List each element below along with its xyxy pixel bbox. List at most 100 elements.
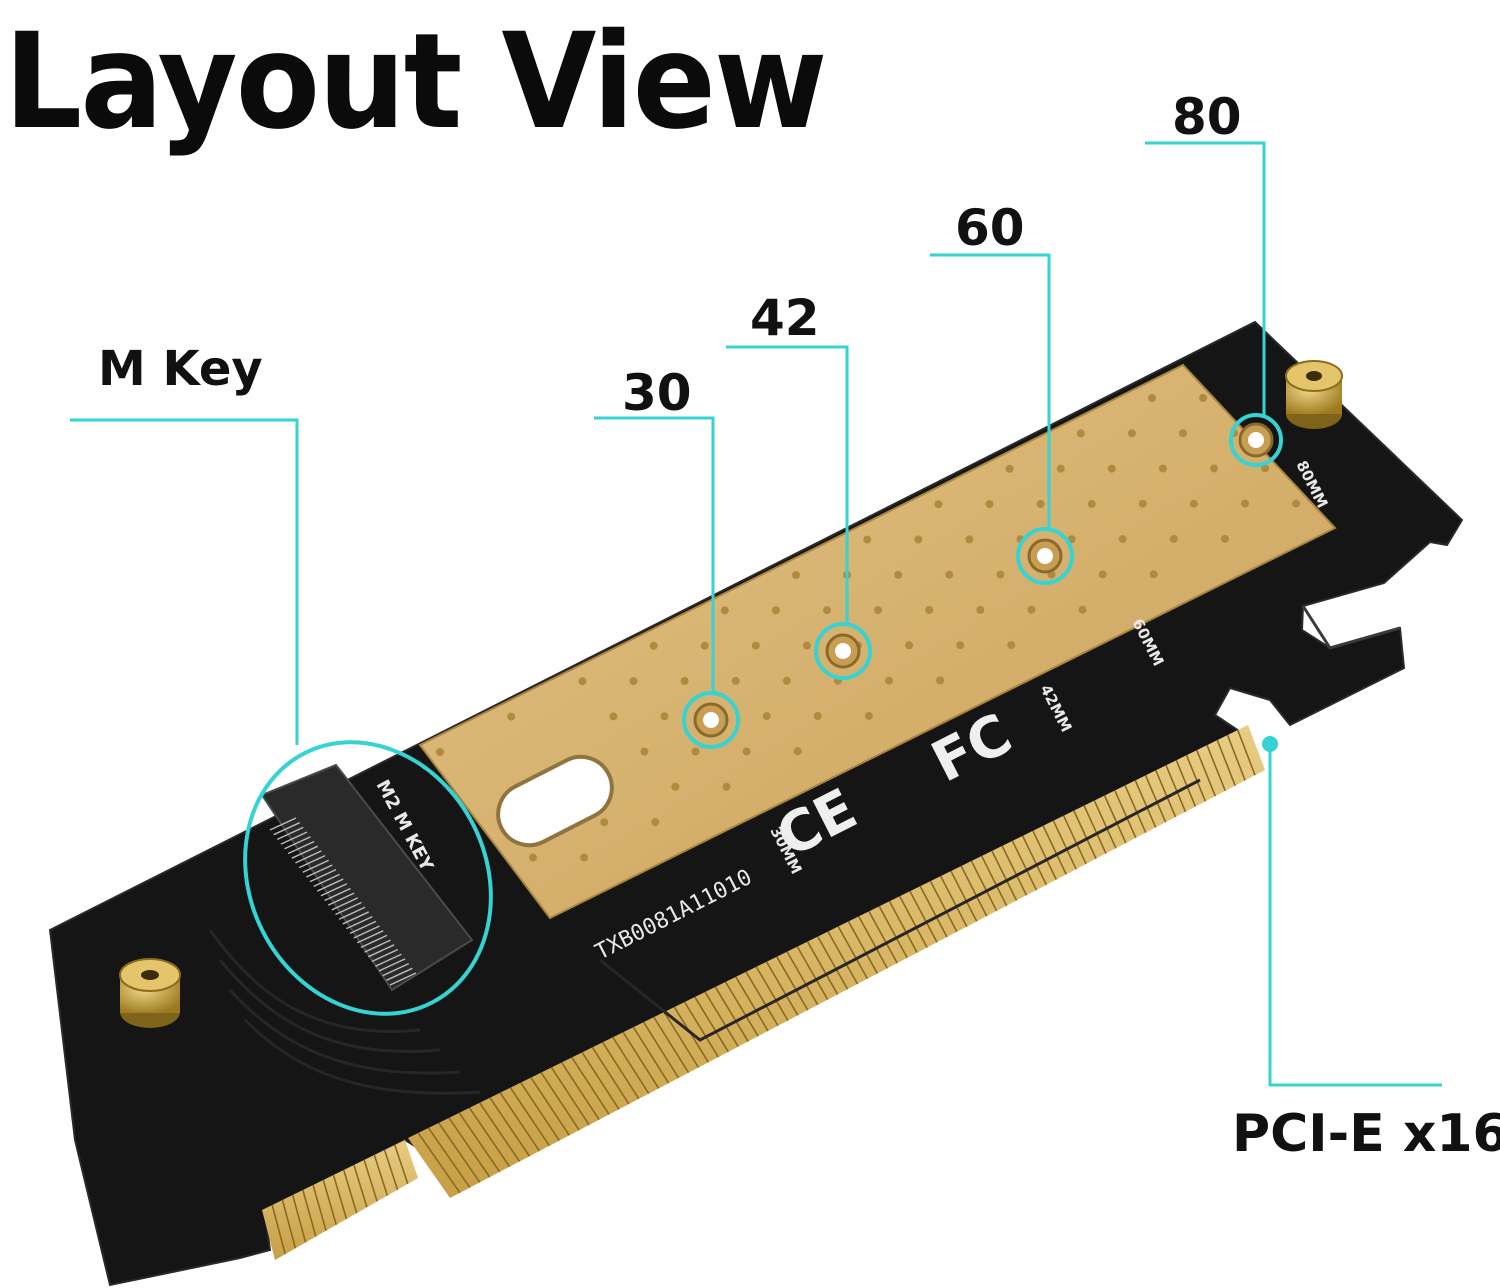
finger-separator: [960, 865, 988, 917]
connector-pin: [327, 892, 355, 906]
via-dot: [976, 605, 985, 614]
finger-separator: [571, 1056, 610, 1115]
finger-separator: [438, 1122, 481, 1183]
via-dot: [580, 853, 589, 862]
via-dot: [792, 571, 800, 579]
via-dot: [1098, 570, 1107, 579]
standoff-right: [1285, 360, 1343, 429]
via-dot: [1107, 464, 1116, 473]
finger-separator: [970, 860, 998, 912]
finger-separator: [509, 1087, 551, 1147]
board-notch: [1301, 605, 1401, 650]
via-dot: [1292, 499, 1301, 508]
via-dot: [671, 782, 680, 791]
finger-separator: [1134, 780, 1157, 828]
via-dot: [1261, 464, 1270, 473]
callout-42: 42: [750, 289, 820, 347]
via-dot: [823, 606, 831, 615]
finger-separator: [550, 1067, 590, 1126]
finger-separator: [694, 996, 729, 1053]
finger-separator: [1083, 805, 1107, 854]
via-dot: [529, 853, 537, 862]
finger-separator: [394, 1144, 409, 1185]
connector-pin: [335, 901, 362, 916]
via-dot: [1199, 393, 1208, 402]
via-dot: [629, 677, 638, 686]
connector-pin: [316, 878, 344, 892]
finger-separator: [612, 1036, 650, 1095]
via-dot: [720, 606, 729, 615]
via-dot: [640, 747, 649, 756]
via-dot: [1210, 464, 1218, 473]
via-dot: [1189, 499, 1198, 508]
finger-separator: [786, 951, 819, 1006]
via-dot: [731, 676, 740, 685]
via-dot: [1078, 605, 1087, 614]
finger-separator: [724, 981, 759, 1037]
via-dot: [1036, 500, 1045, 508]
connector-pin: [346, 916, 373, 930]
ring-42: [814, 622, 872, 680]
m2-gold-plate: [418, 363, 1337, 920]
finger-separator: [755, 966, 789, 1021]
connector-pin: [287, 840, 315, 855]
via-dot: [578, 677, 587, 686]
via-dot: [722, 782, 731, 791]
connector-pin: [389, 972, 417, 986]
finger-separator: [520, 1082, 560, 1142]
finger-separator: [663, 1011, 700, 1068]
finger-separator: [281, 1199, 297, 1249]
finger-separator: [980, 855, 1008, 907]
finger-separator: [1226, 734, 1246, 781]
via-dot: [600, 818, 609, 827]
finger-separator: [868, 910, 898, 964]
connector-pins: [269, 817, 417, 986]
finger-separator: [765, 961, 799, 1016]
finger-separator: [1124, 785, 1147, 833]
connector-pin: [331, 897, 359, 911]
finger-separator: [458, 1112, 501, 1173]
connector-pin: [280, 831, 308, 845]
via-dot: [782, 676, 791, 685]
connector-pin: [382, 962, 410, 977]
connector-pin: [273, 822, 300, 836]
callout-60: 60: [955, 199, 1025, 257]
connector-pin: [353, 925, 380, 939]
via-dot: [802, 641, 811, 650]
via-dot: [762, 712, 771, 721]
finger-separator: [591, 1046, 630, 1105]
finger-separator: [1093, 800, 1117, 849]
mount-hole-80: [1238, 422, 1274, 458]
connector-pin: [378, 958, 406, 972]
ring-60: [1016, 527, 1074, 585]
finger-separator: [302, 1189, 317, 1237]
connector-pin: [342, 911, 370, 925]
connector-pin: [356, 930, 384, 944]
via-dot: [956, 641, 965, 650]
finger-separator: [1237, 729, 1256, 776]
finger-separator: [1185, 754, 1207, 802]
via-dot: [436, 748, 444, 756]
finger-separator: [837, 926, 869, 980]
finger-separator: [1165, 764, 1187, 813]
callout-pcie: PCI-E x16: [1232, 1104, 1500, 1164]
callout-m-key: M Key: [98, 341, 263, 397]
finger-separator: [888, 900, 918, 954]
finger-separator: [1062, 815, 1087, 865]
finger-separator: [1073, 810, 1097, 860]
connector-pin: [338, 906, 366, 920]
connector-pin: [367, 944, 395, 958]
finger-separator: [1032, 830, 1058, 880]
connector-pin: [276, 826, 304, 841]
finger-separator: [878, 905, 908, 959]
via-dot: [609, 712, 618, 721]
finger-separator: [909, 890, 938, 943]
callout-line-80: [1145, 141, 1266, 416]
connector-pin: [364, 939, 391, 953]
finger-separator: [858, 916, 889, 969]
finger-separator: [1155, 770, 1177, 818]
connector-pin: [360, 934, 388, 949]
m-key-highlight-ring: [243, 740, 493, 1016]
finger-separator: [332, 1174, 348, 1220]
via-dot: [874, 606, 883, 615]
